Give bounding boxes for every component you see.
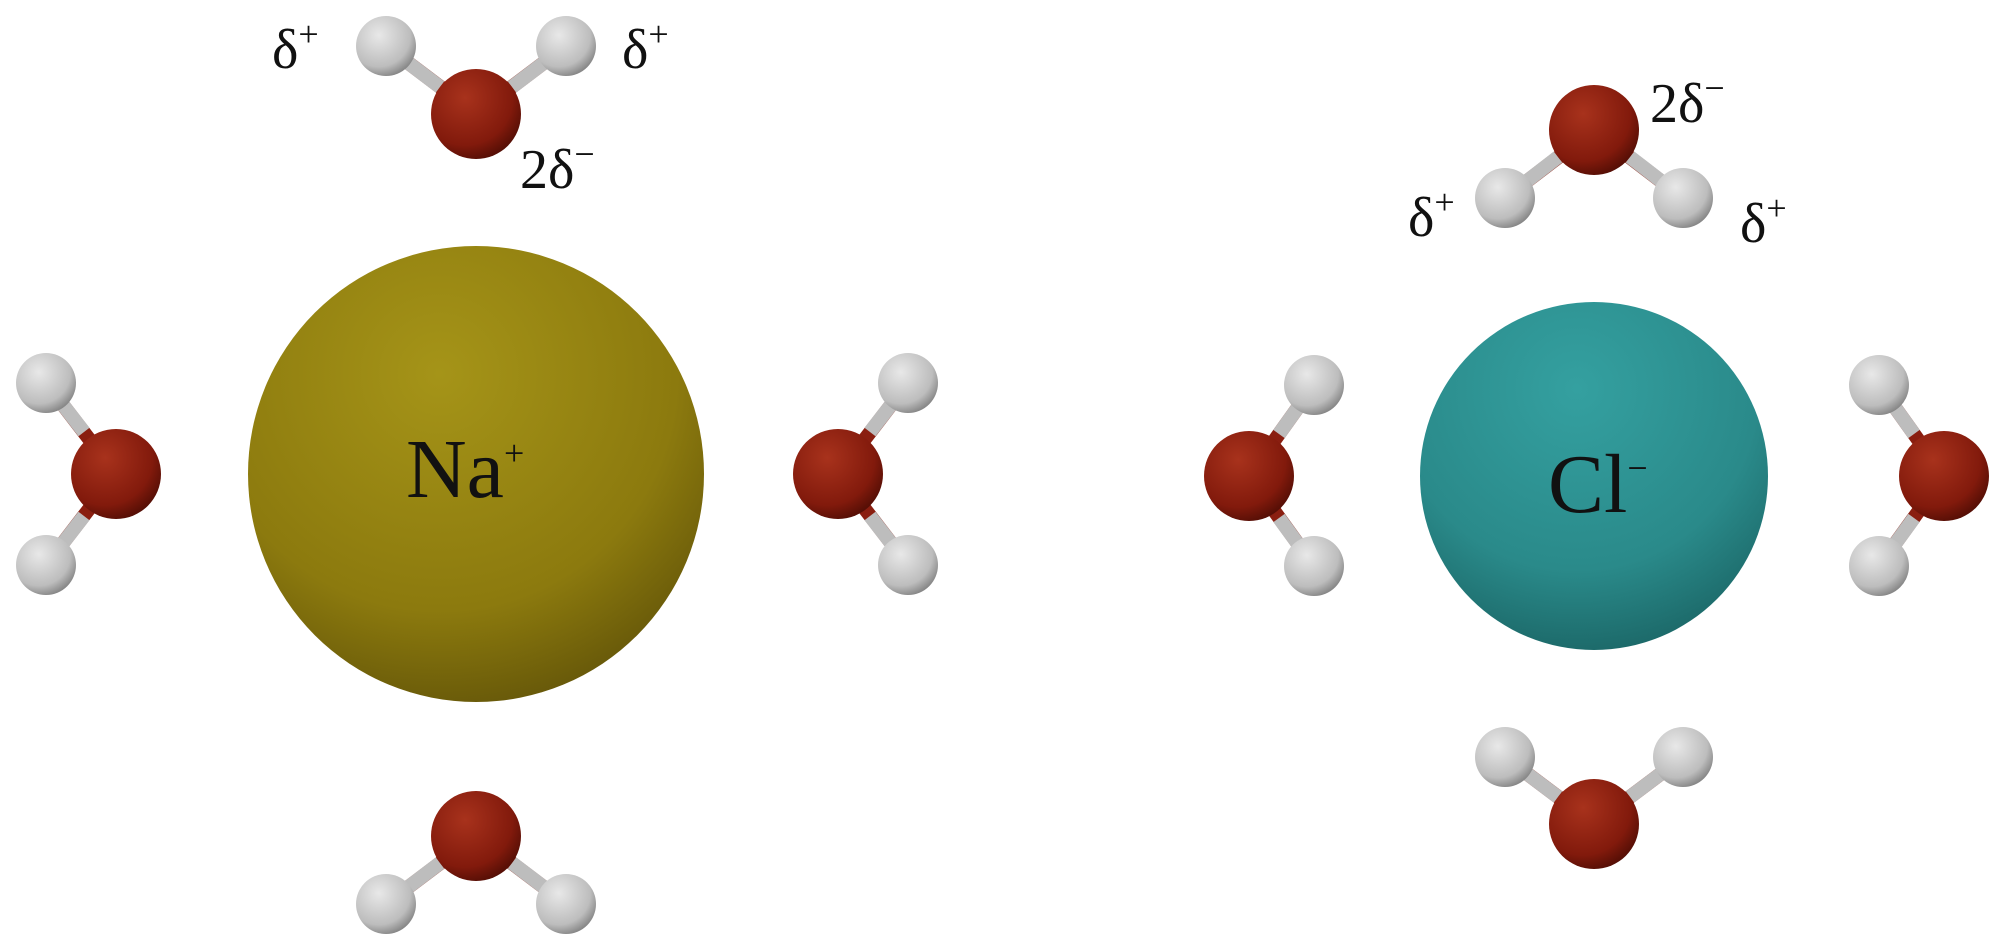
sodium-ion [248,246,704,702]
hydrogen-atom [1653,727,1713,787]
water-molecule-cl-top [1475,85,1713,228]
hydrogen-atom [878,353,938,413]
sodium-ion-label: Na+ [406,423,524,516]
chloride-ion-label: Cl− [1548,438,1648,531]
ion-charge: − [1627,448,1647,488]
chloride-ion [1420,302,1768,650]
oxygen-atom [793,429,883,519]
partial-charge-label: δ+ [1740,188,1787,255]
water-molecule-cl-right [1849,355,1989,596]
water-molecule-cl-left [1204,355,1344,596]
hydrogen-atom [356,874,416,934]
partial-charge-label: δ+ [1408,182,1455,249]
hydrogen-atom [356,16,416,76]
oxygen-atom [431,69,521,159]
water-molecule-cl-bottom [1475,727,1713,869]
partial-charge-label: 2δ− [520,134,595,201]
water-molecule-na-bottom [356,791,596,934]
oxygen-atom [1899,431,1989,521]
water-molecule-na-right [793,353,938,595]
hydrogen-atom [16,353,76,413]
water-molecule-na-top [356,16,596,159]
oxygen-atom [1549,779,1639,869]
partial-charge-label: 2δ− [1650,68,1725,135]
oxygen-atom [1549,85,1639,175]
sodium-hydration-shell: Na+ δ+ δ+ 2δ− [16,14,938,934]
oxygen-atom [431,791,521,881]
hydrogen-atom [1284,355,1344,415]
water-molecule-na-left [16,353,161,595]
ion-symbol: Na [406,423,504,516]
ion-symbol: Cl [1548,438,1627,531]
hydrogen-atom [1284,536,1344,596]
hydrogen-atom [536,16,596,76]
partial-charge-label: δ+ [622,14,669,81]
hydrogen-atom [536,874,596,934]
hydrogen-atom [878,535,938,595]
hydrogen-atom [16,535,76,595]
ion-charge: + [504,433,524,473]
hydrogen-atom [1475,168,1535,228]
hydrogen-atom [1849,536,1909,596]
oxygen-atom [1204,431,1294,521]
hydrogen-atom [1475,727,1535,787]
chloride-hydration-shell: Cl− 2δ− δ+ δ+ [1204,68,1989,869]
oxygen-atom [71,429,161,519]
hydrogen-atom [1653,168,1713,228]
partial-charge-label: δ+ [272,14,319,81]
hydrogen-atom [1849,355,1909,415]
